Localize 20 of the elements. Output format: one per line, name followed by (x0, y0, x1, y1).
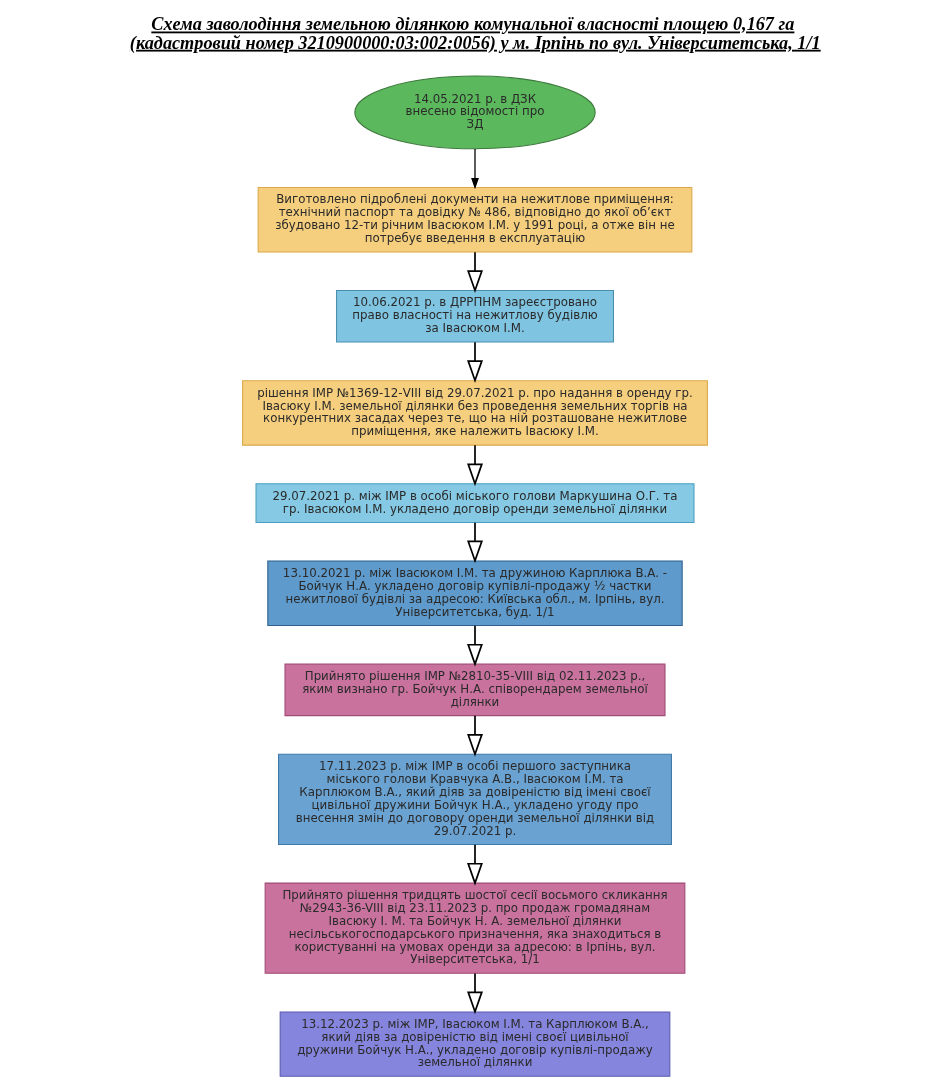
node-box: 17.11.2023 р. між ІМР в особі першого заступника міського голови Кравчука А.В., Івасюком І.М. та Карплюком В.А., який діяв за довіреністю від імені своєї цивільної дружини Бойчук Н.А., укладено угоду про внесення змін до договору оренди земельної ділянки від 29.07.2021 р. (277, 753, 672, 845)
arrow (466, 522, 483, 564)
arrow (466, 843, 483, 886)
node-box: Прийнято рішення тридцять шостої сесії восьмого скликання №2943-36-VIII від 23.11.2023 р. про продаж громадянам Івасюку І. М. та Бойчук Н. А. земельної ділянки несільськогосподарського призначення, яка знаходиться в користуванні на умовах оренди за адресою: в Ірпінь, вул. Університетська, 1/1 (264, 882, 685, 974)
arrow (466, 972, 483, 1015)
node-box: 10.06.2021 р. в ДРРПНМ зареєстровано право власності на нежитлову будівлю за Івасюком І.М. (335, 290, 614, 343)
arrow (470, 148, 479, 190)
arrow (466, 251, 483, 294)
node-box: 13.10.2021 р. між Івасюком І.М. та дружиною Карплюка В.А. - Бойчук Н.А. укладено договір купівлі-продажу ½ частки нежитлової будівлі за адресою: Київська обл., м. Ірпінь, вул. Університетська, буд. 1/1 (266, 560, 683, 626)
diagram-title: Схема заволодіння земельною ділянкою комунальної власності площею 0,167 га (кадастровий номер 3210900000:03:002:0056) у м. Ірпінь по вул. Університетська, 1/1 (129, 14, 821, 53)
arrow (466, 624, 483, 667)
node-box: рішення ІМР №1369-12-VIII від 29.07.2021 р. про надання в оренду гр. Івасюку І.М. земельної ділянки без проведення земельних торгів на конкурентних засадах через те, що на ній розташоване нежитлове приміщення, яке належить Івасюку І.М. (241, 380, 708, 446)
node-box: 29.07.2021 р. між ІМР в особі міського голови Маркушина О.Г. та гр. Івасюком І.М. укладено договір оренди земельної ділянки (254, 483, 695, 523)
node-box: 13.12.2023 р. між ІМР, Івасюком І.М. та Карплюком В.А., який діяв за довіреністю від імені своєї цивільної дружини Бойчук Н.А., укладено договір купівлі-продажу земельної ділянки (279, 1011, 670, 1077)
node-box: Прийнято рішення ІМР №2810-35-VIII від 02.11.2023 р., яким визнано гр. Бойчук Н.А. співорендарем земельної ділянки (283, 663, 666, 717)
arrow (466, 341, 483, 384)
node-ellipse: 14.05.2021 р. в ДЗК внесено відомості про ЗД (353, 75, 596, 150)
arrow (466, 444, 483, 487)
arrow (466, 715, 483, 757)
node-box: Виготовлено підроблені документи на нежитлове приміщення: технічний паспорт та довідку № 486, відповідно до якої об’єкт збудовано 12-ти річним Івасюком І.М. у 1991 році, а отже він не потребує введення в експлуатацію (257, 186, 692, 253)
